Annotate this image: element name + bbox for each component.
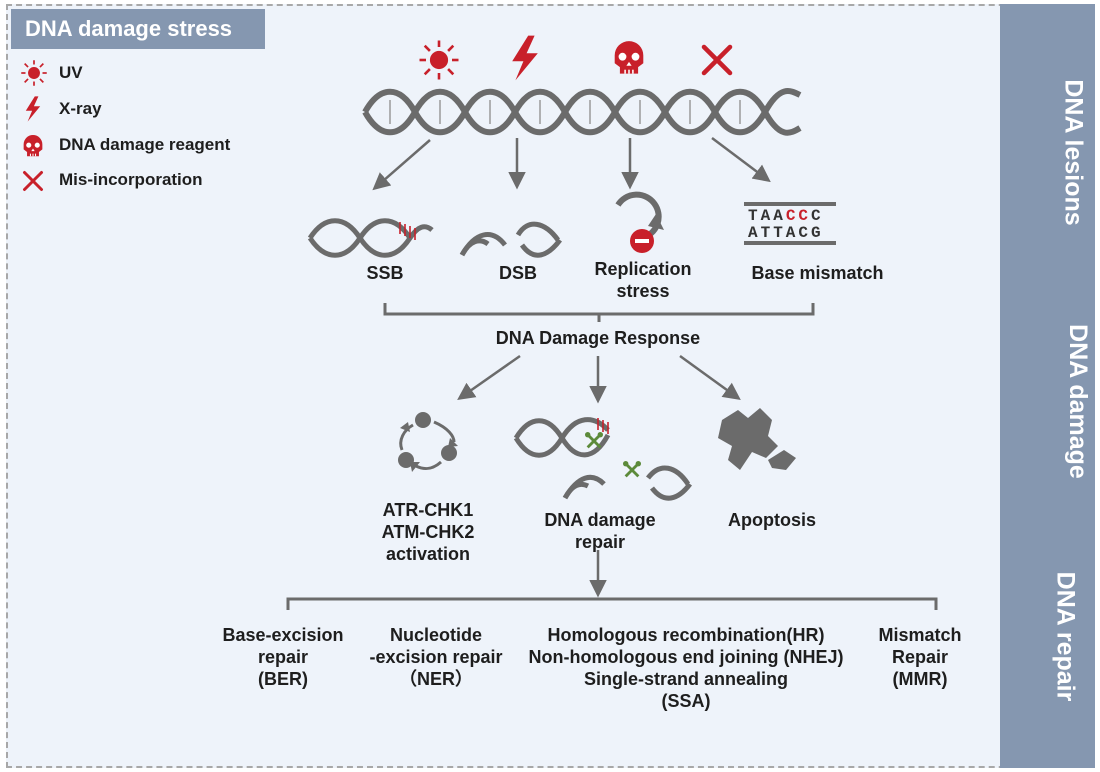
cross-icon [23,171,43,191]
wrench-icon [623,461,641,478]
page-title: DNA damage stress [11,9,265,49]
dsb-dna-icon [459,221,562,258]
legend-misincorporation-label: Mis-incorporation [59,170,203,189]
mismatch-bottom-bar [744,241,836,245]
apoptosis-cell-icon [718,408,796,470]
legend-xray-label: X-ray [59,99,102,118]
pathway-bracket [286,597,938,610]
mismatch-top-bar [744,202,836,206]
label-ssb: SSB [366,263,404,283]
arrow-to-apoptosis [679,354,741,401]
label-ddr: DNA Damage Response [495,328,701,348]
cross-icon [704,47,730,73]
repair-dna-icon [513,417,692,501]
label-apoptosis: Apoptosis [728,510,816,530]
category-band [1000,4,1095,768]
lesion-bracket [383,303,815,322]
arrow-to-mismatch [711,137,771,183]
label-base-mismatch: Base mismatch [751,263,884,283]
wrench-icon [585,432,603,449]
replication-cycle-icon [615,191,664,253]
arrow-to-ssb [372,139,431,191]
label-ner: Nucleotide-excision repair（NER） [369,625,503,689]
sequence-top-strand: TAACCC [748,207,824,225]
legend-uv-label: UV [59,63,83,82]
ssb-dna-icon [307,218,434,258]
sun-icon [20,59,48,87]
lightning-icon [512,35,538,81]
legend-reagent-label: DNA damage reagent [59,135,231,154]
label-hr-nhej-ssa: Homologous recombination(HR)Non-homologo… [528,625,844,711]
sun-icon [418,39,460,81]
lightning-icon [25,96,41,122]
dna-helix [362,88,802,136]
skull-icon [613,40,645,75]
sequence-bottom-strand: ATTACG [748,224,824,242]
skull-icon [23,134,43,157]
label-dsb: DSB [498,263,537,283]
arrow-to-activation [457,354,521,401]
activation-cycle-icon [398,412,458,472]
